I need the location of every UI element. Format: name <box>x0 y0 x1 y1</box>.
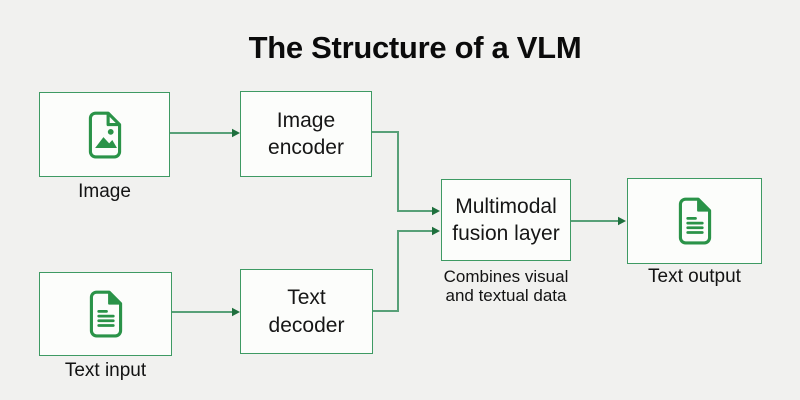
arrowhead-image-to-encoder <box>232 128 240 138</box>
image-node-box <box>39 92 170 177</box>
image-encoder-line1: Image <box>276 108 336 132</box>
image-node-label: Image <box>78 181 131 202</box>
text-decoder-line2: decoder <box>268 313 345 337</box>
image-encoder-label: Image encoder <box>268 107 344 162</box>
arrowhead-decoder-to-fusion <box>432 226 440 236</box>
fusion-caption-line1: Combines visual <box>443 267 569 286</box>
arrowhead-encoder-to-fusion <box>432 206 440 216</box>
text-decoder-label: Text decoder <box>269 284 345 339</box>
text-decoder-box: Text decoder <box>240 269 373 354</box>
image-encoder-box: Image encoder <box>240 91 372 177</box>
text-file-icon <box>89 290 122 338</box>
image-file-icon <box>88 111 121 158</box>
text-input-node-label: Text input <box>64 360 147 381</box>
text-decoder-line1: Text <box>287 286 326 310</box>
diagram-title: The Structure of a VLM <box>248 30 582 65</box>
multimodal-fusion-label: Multimodal fusion layer <box>452 193 559 248</box>
arrowhead-fusion-to-output <box>618 216 626 226</box>
text-output-node-box <box>627 178 762 264</box>
fusion-caption-line2: and textual data <box>445 286 567 306</box>
arrowhead-textinput-to-decoder <box>232 307 240 317</box>
text-input-node-box <box>39 272 172 356</box>
text-output-node-label: Text output <box>648 266 741 287</box>
multimodal-fusion-box: Multimodal fusion layer <box>441 179 571 261</box>
fusion-line2: fusion layer <box>452 222 560 245</box>
fusion-caption: Combines visual and textual data <box>421 267 591 305</box>
arrow-encoder-to-fusion <box>372 131 432 212</box>
fusion-line1: Multimodal <box>455 194 557 218</box>
image-encoder-line2: encoder <box>268 136 344 159</box>
text-file-icon <box>678 197 711 245</box>
